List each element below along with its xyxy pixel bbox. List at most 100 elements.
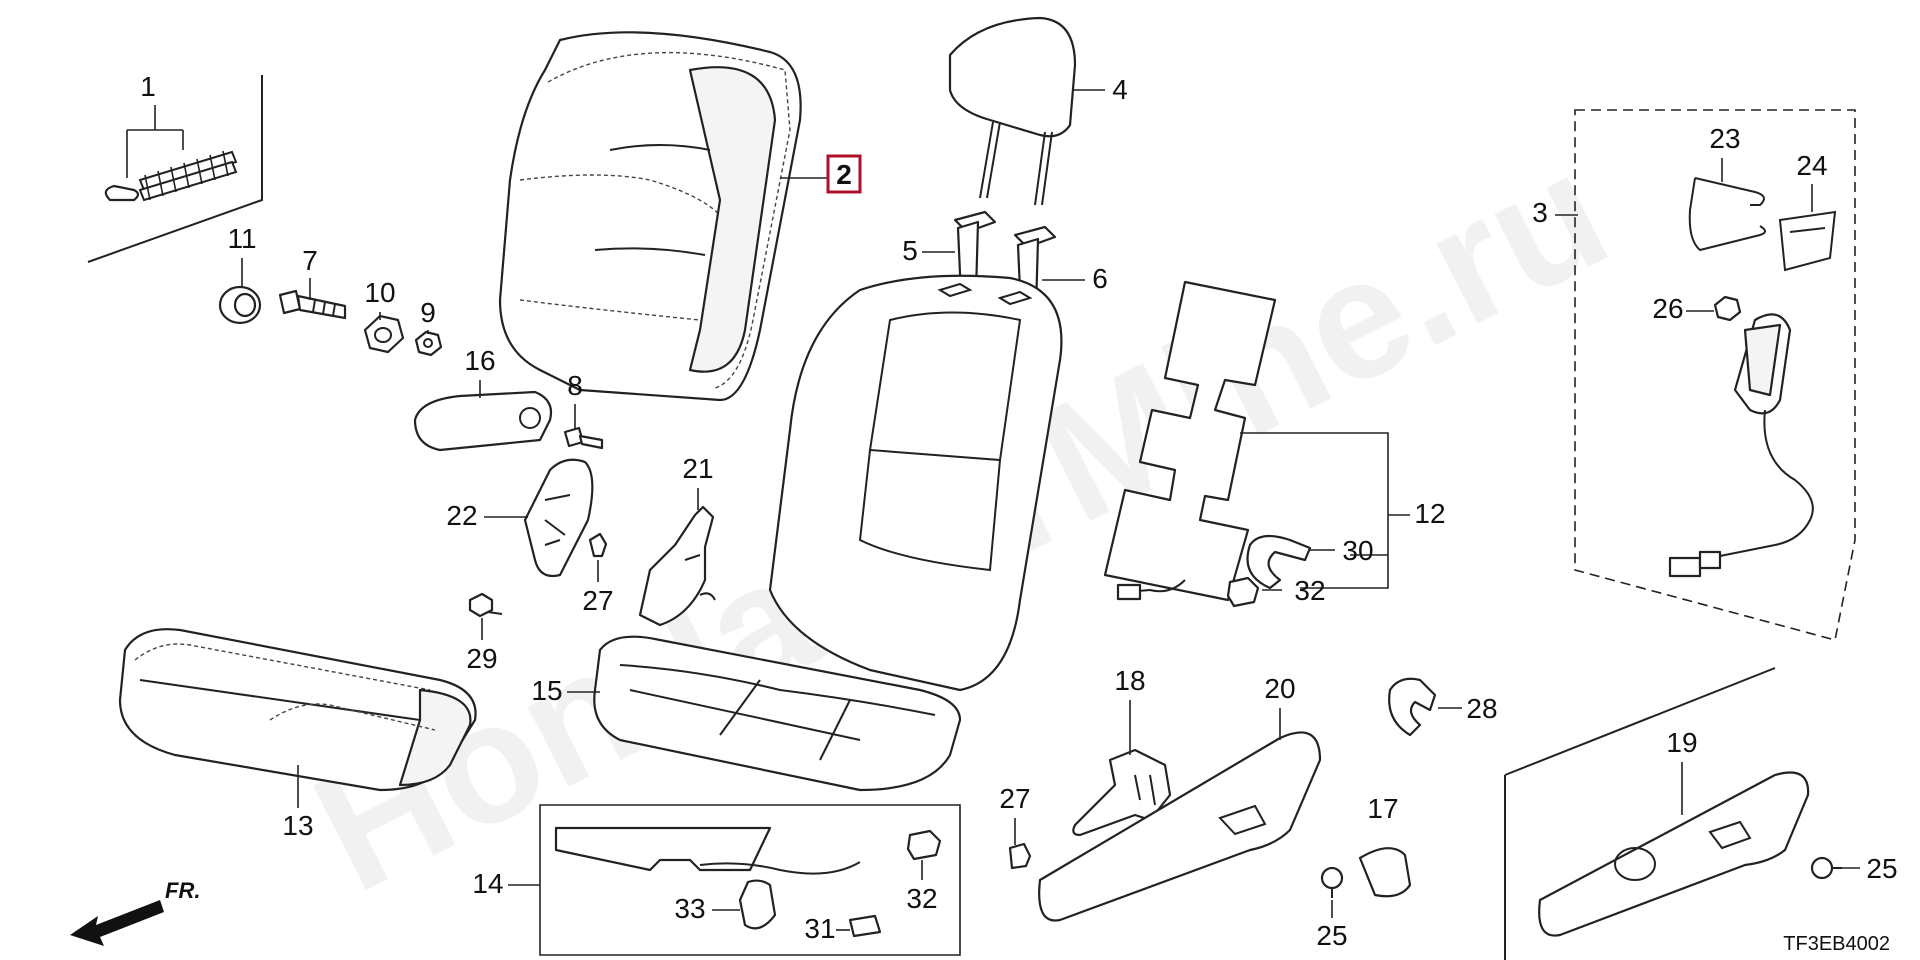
callout-1: 1: [126, 71, 184, 178]
part-19-side-trim[interactable]: [1538, 771, 1810, 937]
svg-text:1: 1: [140, 71, 156, 102]
svg-text:8: 8: [567, 370, 583, 401]
part-17-cap[interactable]: [1358, 847, 1412, 898]
svg-text:32: 32: [906, 883, 937, 914]
svg-text:20: 20: [1264, 673, 1295, 704]
callout-28: 28: [1438, 693, 1498, 724]
svg-text:27: 27: [999, 783, 1030, 814]
front-direction-arrow: FR.: [70, 878, 200, 946]
part-32-clip-upper[interactable]: [1226, 576, 1260, 608]
callout-20: 20: [1264, 673, 1296, 740]
part-4-headrest[interactable]: [948, 16, 1077, 206]
part-26-nut[interactable]: [1713, 295, 1742, 322]
svg-text:11: 11: [227, 223, 256, 254]
callout-30: 30: [1310, 535, 1374, 566]
part-12-seat-heater-back[interactable]: [1103, 280, 1277, 602]
callout-12: 12: [1240, 432, 1446, 589]
svg-text:13: 13: [282, 810, 313, 841]
part-10-nut[interactable]: [363, 314, 405, 354]
part-29-screw[interactable]: [468, 592, 503, 618]
callout-9: 9: [420, 297, 436, 334]
part-27-clip-upper[interactable]: [588, 532, 608, 558]
part-9-nut[interactable]: [414, 330, 443, 357]
svg-text:FR.: FR.: [165, 878, 200, 903]
callout-16: 16: [464, 345, 496, 398]
part-27-clip-lower[interactable]: [1008, 842, 1032, 870]
svg-text:14: 14: [472, 868, 503, 899]
callout-26: 26: [1652, 293, 1714, 324]
callout-23: 23: [1709, 123, 1741, 182]
svg-text:32: 32: [1294, 575, 1325, 606]
part-2-seat-back-cover[interactable]: [498, 31, 802, 402]
callout-15: 15: [531, 675, 600, 706]
part-13-seat-cushion-cover[interactable]: [118, 628, 477, 792]
svg-text:5: 5: [902, 235, 918, 266]
svg-text:3: 3: [1532, 197, 1548, 228]
part-1-spring-clips[interactable]: [104, 150, 238, 202]
part-16-recliner-cover[interactable]: [413, 390, 553, 452]
part-11-bushing[interactable]: [218, 285, 262, 325]
part-32-clip-lower[interactable]: [906, 829, 942, 861]
callout-3: 3: [1532, 197, 1578, 228]
svg-text:7: 7: [302, 245, 318, 276]
part-22-inner-cover[interactable]: [523, 458, 594, 578]
svg-text:17: 17: [1367, 793, 1398, 824]
part-3-side-airbag[interactable]: [1668, 313, 1814, 578]
seat-back-pad: [768, 274, 1063, 692]
callout-29: 29: [466, 618, 498, 674]
callout-25a: 25: [1316, 900, 1348, 951]
svg-text:2: 2: [836, 159, 852, 190]
part-23-clip[interactable]: [1688, 177, 1766, 252]
callout-18: 18: [1114, 665, 1146, 755]
part-30-harness-clip[interactable]: [1246, 534, 1312, 590]
callout-10: 10: [364, 277, 396, 320]
callout-13: 13: [282, 765, 314, 841]
svg-text:15: 15: [531, 675, 562, 706]
svg-text:25: 25: [1866, 853, 1897, 884]
part-8-screw[interactable]: [563, 426, 604, 450]
svg-text:21: 21: [682, 453, 713, 484]
part-24-clip[interactable]: [1778, 210, 1837, 272]
callout-4: 4: [1072, 74, 1128, 105]
callout-11: 11: [227, 223, 257, 288]
part-7-bolt[interactable]: [278, 289, 347, 320]
callout-24: 24: [1796, 150, 1828, 212]
part-31-clip[interactable]: [848, 914, 882, 938]
svg-text:18: 18: [1114, 665, 1145, 696]
svg-text:31: 31: [804, 913, 835, 944]
svg-text:4: 4: [1112, 74, 1128, 105]
part-3-frame: [1574, 109, 1856, 641]
svg-text:28: 28: [1466, 693, 1497, 724]
part-28-band[interactable]: [1388, 677, 1437, 737]
callout-17: 17: [1367, 793, 1398, 824]
svg-text:24: 24: [1796, 150, 1827, 181]
svg-text:27: 27: [582, 585, 613, 616]
part-20-side-trim[interactable]: [1038, 731, 1322, 922]
callout-8: 8: [567, 370, 583, 430]
svg-text:10: 10: [364, 277, 395, 308]
callout-2: 2: [780, 154, 862, 194]
callout-7: 7: [302, 245, 318, 300]
part-33-harness-band[interactable]: [738, 879, 777, 930]
callout-6: 6: [1042, 263, 1108, 294]
part-18-bracket[interactable]: [1072, 748, 1172, 837]
part-21-bracket[interactable]: [638, 505, 716, 627]
callout-33: 33: [674, 893, 740, 924]
part-25-screw-left[interactable]: [1320, 866, 1344, 898]
part-1-frame: [87, 75, 263, 263]
svg-text:16: 16: [464, 345, 495, 376]
callout-25b: 25: [1835, 853, 1898, 884]
callout-32a: 32: [1262, 575, 1326, 606]
part-19-frame: [1504, 667, 1776, 960]
part-14-seat-heater-cushion[interactable]: [554, 826, 861, 875]
svg-text:23: 23: [1709, 123, 1740, 154]
svg-text:6: 6: [1092, 263, 1108, 294]
callout-5: 5: [902, 235, 955, 266]
callout-32b: 32: [906, 860, 938, 914]
diagram-code: TF3EB4002: [1783, 933, 1890, 955]
callout-19: 19: [1666, 727, 1698, 815]
svg-text:19: 19: [1666, 727, 1697, 758]
part-15-seat-cushion-pad[interactable]: [593, 635, 962, 792]
callout-21: 21: [682, 453, 714, 510]
